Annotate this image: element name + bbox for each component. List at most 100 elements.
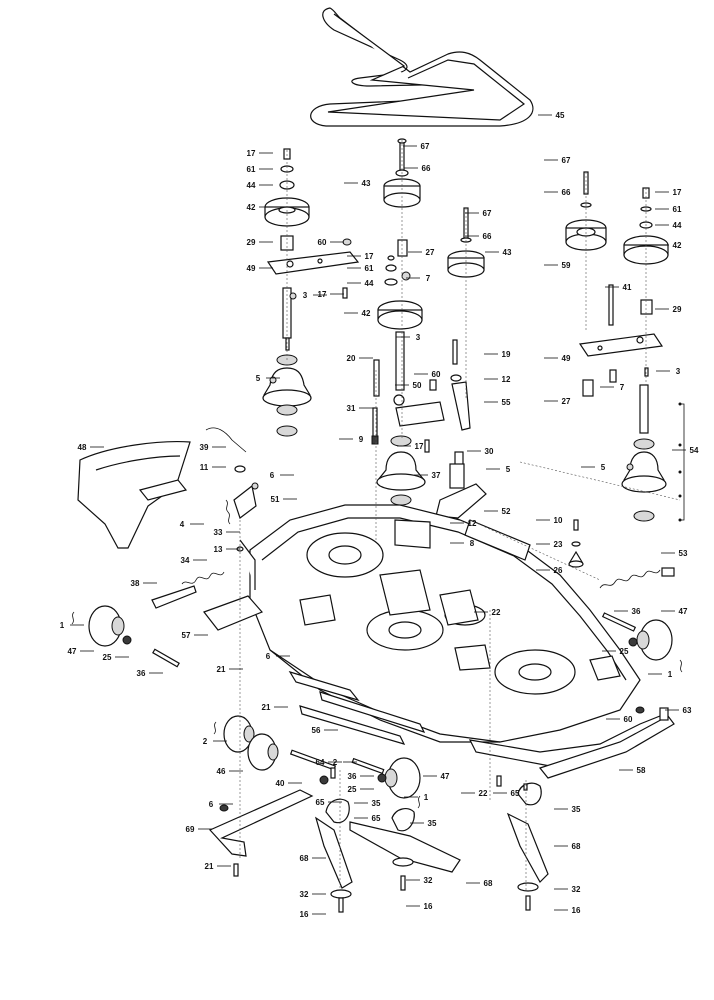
- callout-5: 5: [256, 374, 261, 383]
- callout-48: 48: [78, 443, 87, 452]
- callout-6: 6: [266, 652, 271, 661]
- callout-16: 16: [424, 902, 433, 911]
- callout-9: 9: [359, 435, 364, 444]
- callout-42: 42: [362, 309, 371, 318]
- callout-61: 61: [365, 264, 374, 273]
- callout-67: 67: [421, 142, 430, 151]
- callout-60: 60: [624, 715, 633, 724]
- callout-20: 20: [347, 354, 356, 363]
- callout-37: 37: [432, 471, 441, 480]
- callout-40: 40: [276, 779, 285, 788]
- callout-66: 66: [483, 232, 492, 241]
- callout-60: 60: [432, 370, 441, 379]
- callout-27: 27: [426, 248, 435, 257]
- callout-8: 8: [470, 539, 475, 548]
- callout-65: 65: [372, 814, 381, 823]
- left-pulley-stack: [264, 148, 360, 351]
- callout-35: 35: [428, 819, 437, 828]
- left-front-wheel: [71, 605, 180, 668]
- callout-68: 68: [484, 879, 493, 888]
- alignment-lines: [239, 140, 681, 890]
- callout-47: 47: [679, 607, 688, 616]
- callout-54: 54: [690, 446, 699, 455]
- callout-47: 47: [441, 772, 450, 781]
- callout-10: 10: [554, 516, 563, 525]
- callout-12: 12: [468, 519, 477, 528]
- callout-3: 3: [676, 367, 681, 376]
- callout-22: 22: [479, 789, 488, 798]
- callout-32: 32: [424, 876, 433, 885]
- callout-36: 36: [137, 669, 146, 678]
- callout-17: 17: [673, 188, 682, 197]
- callout-46: 46: [217, 767, 226, 776]
- callout-17: 17: [415, 442, 424, 451]
- callout-21: 21: [217, 665, 226, 674]
- callout-16: 16: [300, 910, 309, 919]
- callout-31: 31: [347, 404, 356, 413]
- callout-29: 29: [673, 305, 682, 314]
- deck-front-parts: [77, 427, 264, 631]
- callout-11: 11: [200, 463, 209, 472]
- callout-30: 30: [485, 447, 494, 456]
- right-pulley-stack: [447, 171, 669, 397]
- callout-49: 49: [562, 354, 571, 363]
- callout-61: 61: [247, 165, 256, 174]
- callout-5: 5: [506, 465, 511, 474]
- callout-22: 22: [492, 608, 501, 617]
- callout-29: 29: [247, 238, 256, 247]
- callout-51: 51: [271, 495, 280, 504]
- callout-64: 64: [316, 758, 325, 767]
- blades-and-hubs: [208, 775, 549, 913]
- callout-50: 50: [413, 381, 422, 390]
- callout-labels: 4517614442294960173676643176144277423676…: [60, 111, 699, 919]
- callout-66: 66: [562, 188, 571, 197]
- callout-52: 52: [502, 507, 511, 516]
- callout-2: 2: [203, 737, 208, 746]
- callout-2: 2: [333, 758, 338, 767]
- callout-26: 26: [554, 566, 563, 575]
- callout-57: 57: [182, 631, 191, 640]
- callout-53: 53: [679, 549, 688, 558]
- callout-13: 13: [214, 545, 223, 554]
- deck-rails: [288, 670, 675, 779]
- callout-41: 41: [623, 283, 632, 292]
- callout-39: 39: [200, 443, 209, 452]
- callout-1: 1: [668, 670, 673, 679]
- callout-35: 35: [572, 805, 581, 814]
- callout-58: 58: [637, 766, 646, 775]
- callout-44: 44: [365, 279, 374, 288]
- callout-44: 44: [673, 221, 682, 230]
- drive-belt: [310, 7, 534, 127]
- callout-7: 7: [426, 274, 431, 283]
- callout-25: 25: [348, 785, 357, 794]
- callout-1: 1: [424, 793, 429, 802]
- callout-65: 65: [316, 798, 325, 807]
- left-spindle-housing: [262, 354, 312, 437]
- callout-63: 63: [683, 706, 692, 715]
- callout-21: 21: [262, 703, 271, 712]
- callout-36: 36: [632, 607, 641, 616]
- callout-17: 17: [365, 252, 374, 261]
- right-spindle-housing: [621, 384, 685, 522]
- callout-65: 65: [511, 789, 520, 798]
- callout-5: 5: [601, 463, 606, 472]
- callout-42: 42: [673, 241, 682, 250]
- callout-3: 3: [416, 333, 421, 342]
- leader-lines: [70, 114, 686, 915]
- callout-17: 17: [247, 149, 256, 158]
- callout-7: 7: [620, 383, 625, 392]
- callout-38: 38: [131, 579, 140, 588]
- callout-66: 66: [422, 164, 431, 173]
- callout-59: 59: [562, 261, 571, 270]
- callout-1: 1: [60, 621, 65, 630]
- callout-16: 16: [572, 906, 581, 915]
- center-pulley-stack: [373, 138, 423, 397]
- callout-44: 44: [247, 181, 256, 190]
- callout-36: 36: [348, 772, 357, 781]
- callout-12: 12: [502, 375, 511, 384]
- callout-68: 68: [300, 854, 309, 863]
- callout-43: 43: [503, 248, 512, 257]
- rear-wheels: [213, 715, 421, 799]
- callout-25: 25: [103, 653, 112, 662]
